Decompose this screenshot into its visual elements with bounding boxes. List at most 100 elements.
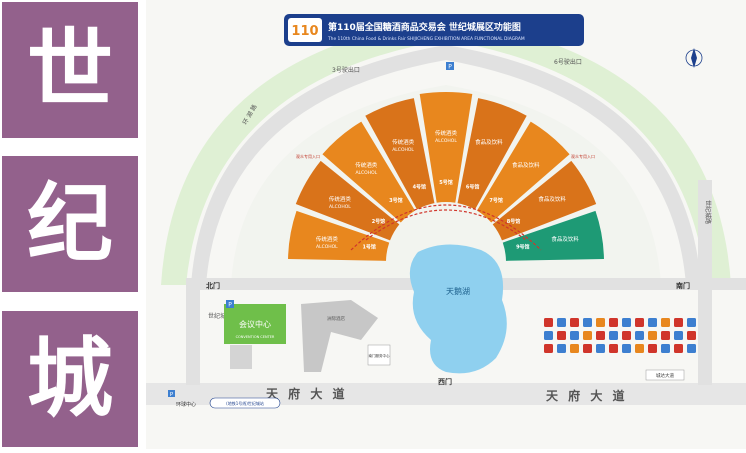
hall-category-label: 传统酒类 bbox=[329, 195, 352, 203]
legend-symbol-icon bbox=[544, 331, 553, 340]
service-center-box bbox=[367, 344, 391, 366]
shuttle-label: 城达大道 bbox=[656, 372, 674, 379]
metro-pill bbox=[209, 397, 281, 409]
legend-symbol-icon bbox=[648, 331, 657, 340]
hall-7[interactable] bbox=[476, 121, 570, 223]
outer-green-belt bbox=[161, 18, 731, 285]
legend-symbol-icon bbox=[687, 331, 696, 340]
legend-symbol-icon bbox=[570, 344, 579, 353]
legend-symbol-icon bbox=[622, 344, 631, 353]
conference-center-en-label: CONVENTION CENTER bbox=[236, 335, 275, 339]
legend-symbol-icon bbox=[674, 318, 683, 327]
hotel-label: 洲际酒店 bbox=[327, 315, 345, 322]
svg-text:P: P bbox=[228, 302, 232, 309]
hall-category-en-label: ALCOHOL bbox=[355, 170, 377, 176]
hall-number-label: 1号馆 bbox=[362, 243, 375, 250]
side-title-char-1: 世 bbox=[27, 20, 113, 120]
west-gate-label: 西门 bbox=[438, 377, 452, 386]
hall-number-label: 4号馆 bbox=[413, 184, 426, 191]
hall-3[interactable] bbox=[322, 121, 416, 223]
parking-icon-2: P bbox=[226, 300, 234, 309]
north-gate-label: 北门 bbox=[206, 281, 220, 290]
side-title-char-2: 纪 bbox=[27, 174, 113, 274]
legend-symbol-icon bbox=[661, 331, 670, 340]
legend-symbol-icon bbox=[557, 344, 566, 353]
hall-5[interactable] bbox=[419, 92, 473, 203]
legend-symbol-icon bbox=[596, 331, 605, 340]
conference-center-label: 会议中心 bbox=[239, 319, 271, 329]
mall-label: 环球中心 bbox=[176, 401, 196, 408]
legend-symbol-icon bbox=[622, 331, 631, 340]
hall-number-label: 6号馆 bbox=[466, 184, 479, 191]
south-gate-label: 南门 bbox=[676, 281, 690, 290]
hall-number-label: 3号馆 bbox=[389, 197, 402, 204]
banner-title-en: The 110th China Food & Drinks Fair SHIJI… bbox=[327, 36, 525, 42]
lake-label: 天鹅湖 bbox=[446, 286, 470, 296]
legend-symbol-icon bbox=[557, 318, 566, 327]
hall-number-label: 7号馆 bbox=[489, 197, 502, 204]
legend-symbol-icon bbox=[648, 318, 657, 327]
hall-1[interactable] bbox=[288, 210, 390, 261]
legend-symbol-icon bbox=[609, 344, 618, 353]
legend-symbol-icon bbox=[635, 331, 644, 340]
entrance-left-label: 观众专用入口 bbox=[296, 153, 320, 159]
legend-symbol-icon bbox=[635, 344, 644, 353]
conference-center[interactable] bbox=[224, 304, 286, 344]
hall-number-label: 5号馆 bbox=[439, 179, 452, 186]
hall-category-label: 传统酒类 bbox=[392, 138, 415, 146]
hall-category-en-label: ALCOHOL bbox=[392, 147, 414, 153]
legend-symbol-icon bbox=[583, 344, 592, 353]
small-building bbox=[230, 345, 252, 369]
legend-symbol-icon bbox=[596, 344, 605, 353]
service-center-label: 南门服务中心 bbox=[369, 353, 390, 358]
exit-6-label: 6号驶出口 bbox=[554, 58, 582, 66]
hotel-building bbox=[301, 300, 378, 372]
exhibition-map: 110 第110届全国糖酒商品交易会 世纪城展区功能图 The 110th Ch… bbox=[146, 0, 746, 449]
svg-text:P: P bbox=[448, 64, 452, 71]
hall-number-label: 9号馆 bbox=[516, 243, 529, 250]
entrance-right-label: 观众专用入口 bbox=[571, 153, 595, 159]
hall-4[interactable] bbox=[365, 98, 435, 210]
legend-symbol-icon bbox=[583, 318, 592, 327]
hall-category-en-label: ALCOHOL bbox=[435, 138, 457, 144]
west-road bbox=[186, 290, 200, 385]
hall-category-label: 传统酒类 bbox=[435, 129, 458, 137]
exit-3-label: 3号驶出口 bbox=[332, 66, 360, 74]
banner-logo bbox=[288, 18, 322, 42]
compass-icon bbox=[685, 48, 703, 68]
legend-symbol-icon bbox=[570, 318, 579, 327]
side-title-tile-2: 纪 bbox=[2, 156, 138, 292]
side-title-tile-3: 城 bbox=[2, 311, 138, 447]
hall-9[interactable] bbox=[502, 210, 604, 261]
hall-6[interactable] bbox=[457, 98, 527, 210]
legend-symbol-icon bbox=[557, 331, 566, 340]
legend-symbol-icon bbox=[622, 318, 631, 327]
tianfu-avenue bbox=[146, 383, 746, 405]
tianfu-avenue-right-label: 天 府 大 道 bbox=[546, 388, 628, 403]
legend-symbol-icon bbox=[544, 318, 553, 327]
hall-2[interactable] bbox=[295, 160, 400, 241]
hall-8[interactable] bbox=[492, 160, 597, 241]
legend-symbol-icon bbox=[596, 318, 605, 327]
banner-title-cn: 第110届全国糖酒商品交易会 世纪城展区功能图 bbox=[328, 21, 521, 33]
hall-number-label: 2号馆 bbox=[372, 218, 385, 225]
banner-number: 110 bbox=[291, 24, 318, 39]
hall-category-label: 食品及饮料 bbox=[512, 161, 540, 169]
inner-walkway bbox=[365, 209, 527, 241]
legend-grid bbox=[544, 318, 696, 353]
legend-symbol-icon bbox=[661, 318, 670, 327]
legend-symbol-icon bbox=[687, 344, 696, 353]
legend-symbol-icon bbox=[570, 331, 579, 340]
ring-road-right-label: 世纪城路 bbox=[704, 200, 712, 224]
hall-category-en-label: ALCOHOL bbox=[329, 204, 351, 210]
legend-symbol-icon bbox=[583, 331, 592, 340]
parking-icon-3: P bbox=[168, 390, 175, 398]
svg-text:P: P bbox=[170, 392, 174, 398]
shuttle-box bbox=[645, 369, 685, 381]
legend-symbol-icon bbox=[674, 331, 683, 340]
parking-icon: P bbox=[446, 62, 454, 71]
legend-symbol-icon bbox=[687, 318, 696, 327]
hall-number-label: 8号馆 bbox=[507, 218, 520, 225]
legend-symbol-icon bbox=[648, 344, 657, 353]
